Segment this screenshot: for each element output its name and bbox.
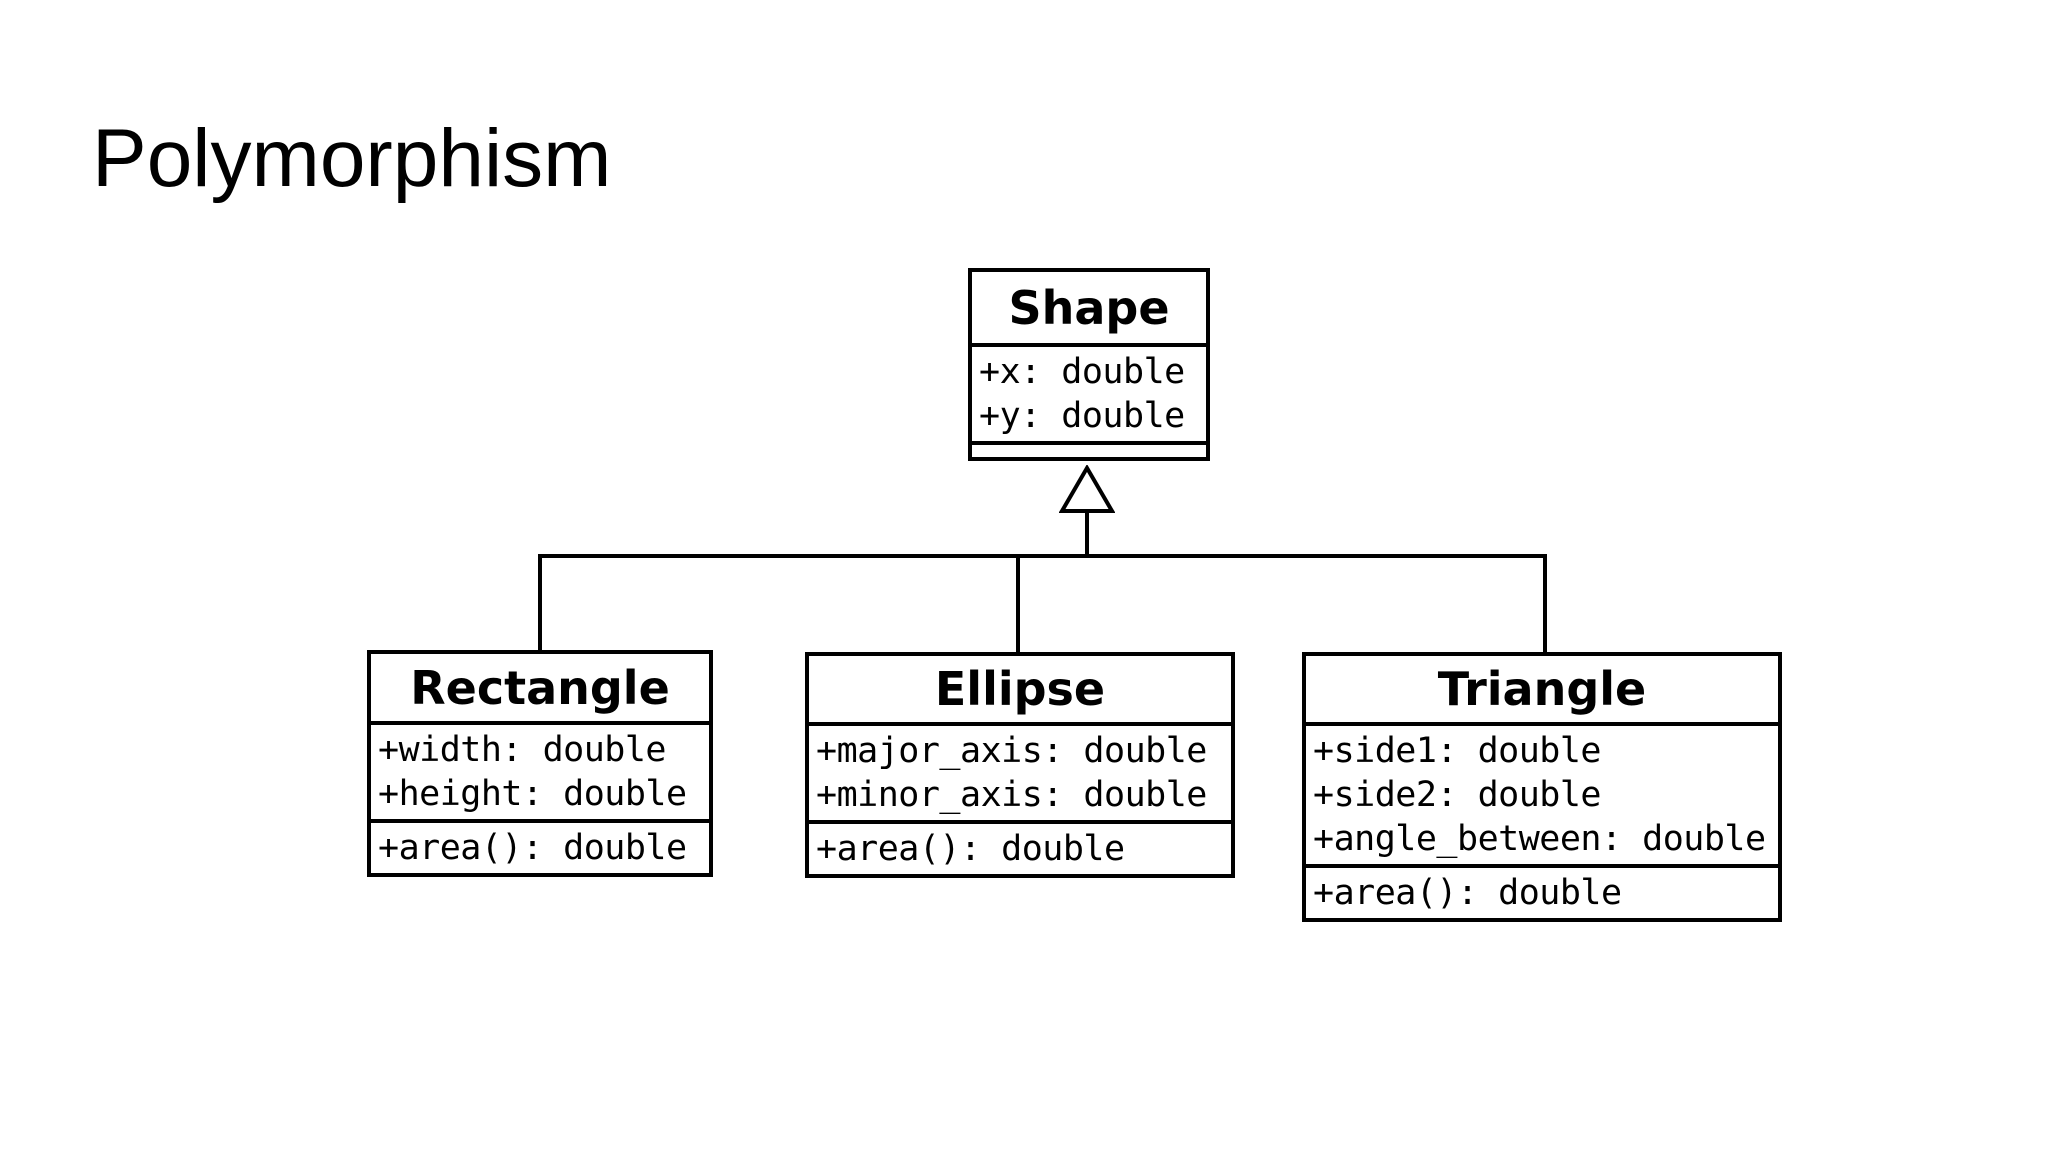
method: +area(): double <box>378 828 687 868</box>
class-attributes-ellipse: +major_axis: double +minor_axis: double <box>809 726 1231 820</box>
connector-drop-ellipse <box>1016 554 1020 652</box>
class-name-rectangle: Rectangle <box>371 654 709 725</box>
class-methods-ellipse: +area(): double <box>809 820 1231 874</box>
method: +area(): double <box>1313 873 1622 913</box>
attribute: +angle_between: double <box>1313 819 1766 859</box>
class-box-shape: Shape +x: double +y: double <box>968 268 1210 461</box>
attribute: +side1: double <box>1313 731 1602 771</box>
attribute: +width: double <box>378 730 667 770</box>
connector-stem-shape <box>1085 512 1089 558</box>
class-name-ellipse: Ellipse <box>809 656 1231 726</box>
connector-drop-triangle <box>1543 554 1547 652</box>
attribute: +major_axis: double <box>816 731 1207 771</box>
class-methods-shape <box>972 441 1206 457</box>
slide-title: Polymorphism <box>92 113 612 204</box>
class-attributes-rectangle: +width: double +height: double <box>371 725 709 819</box>
class-methods-rectangle: +area(): double <box>371 819 709 873</box>
connector-drop-rectangle <box>538 554 542 650</box>
attribute: +x: double <box>979 352 1185 392</box>
connector-bus <box>538 554 1547 558</box>
class-box-rectangle: Rectangle +width: double +height: double… <box>367 650 713 877</box>
method: +area(): double <box>816 829 1125 869</box>
attribute: +y: double <box>979 396 1185 436</box>
inheritance-arrowhead-icon <box>1059 465 1115 513</box>
class-box-triangle: Triangle +side1: double +side2: double +… <box>1302 652 1782 922</box>
attribute: +height: double <box>378 774 687 814</box>
class-attributes-shape: +x: double +y: double <box>972 347 1206 441</box>
class-attributes-triangle: +side1: double +side2: double +angle_bet… <box>1306 726 1778 864</box>
attribute: +minor_axis: double <box>816 775 1207 815</box>
class-methods-triangle: +area(): double <box>1306 864 1778 918</box>
class-box-ellipse: Ellipse +major_axis: double +minor_axis:… <box>805 652 1235 878</box>
attribute: +side2: double <box>1313 775 1602 815</box>
class-name-triangle: Triangle <box>1306 656 1778 726</box>
class-name-shape: Shape <box>972 272 1206 347</box>
